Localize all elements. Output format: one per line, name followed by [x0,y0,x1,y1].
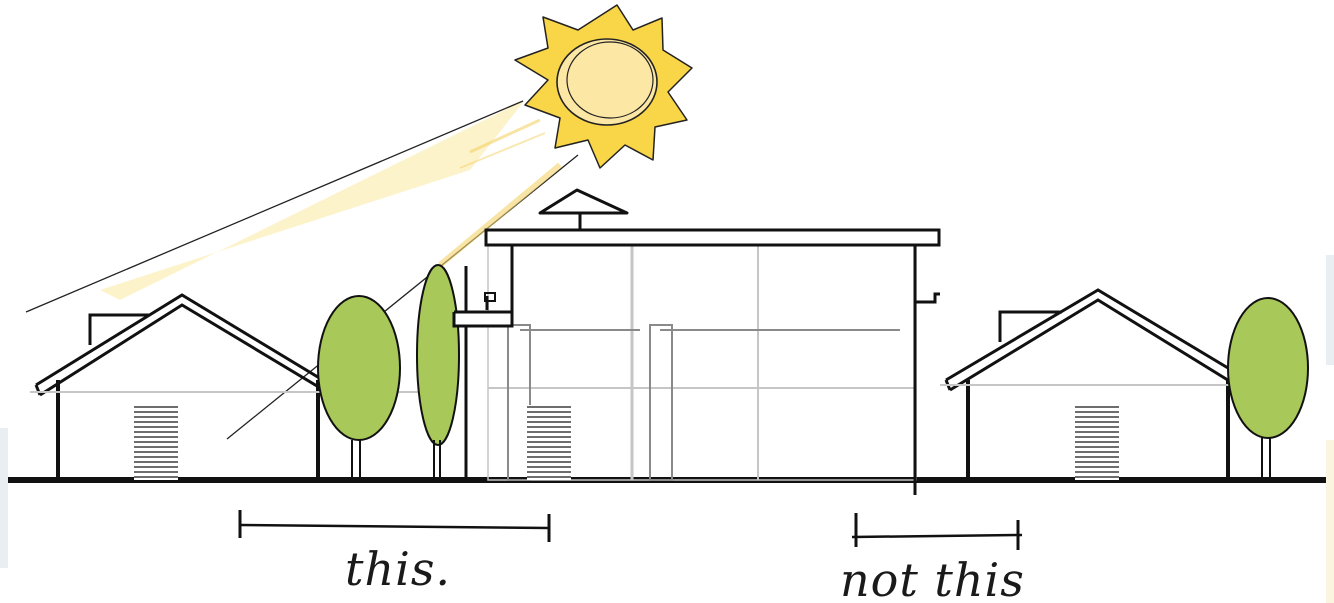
right-span-marker [851,513,1023,550]
left-round-tree [317,295,401,480]
left-span-marker [238,510,551,542]
tall-tree [416,264,460,480]
right-house [940,288,1260,480]
right-edge-panel [1326,255,1334,365]
left-span-label: this. [345,542,451,596]
right-edge-panel-lower [1326,440,1334,603]
sun-icon [514,4,693,169]
roof-slab [484,228,941,247]
left-edge-panel [0,428,8,568]
right-house-window [1075,405,1119,480]
left-house-window [134,405,178,480]
right-span-label: not this [840,553,1025,603]
central-building [452,188,941,495]
sun-rays [25,100,579,440]
roof-vent-icon [538,188,629,230]
lower-canopy [452,310,514,328]
central-building-window [527,405,571,480]
right-round-tree [1227,297,1309,480]
